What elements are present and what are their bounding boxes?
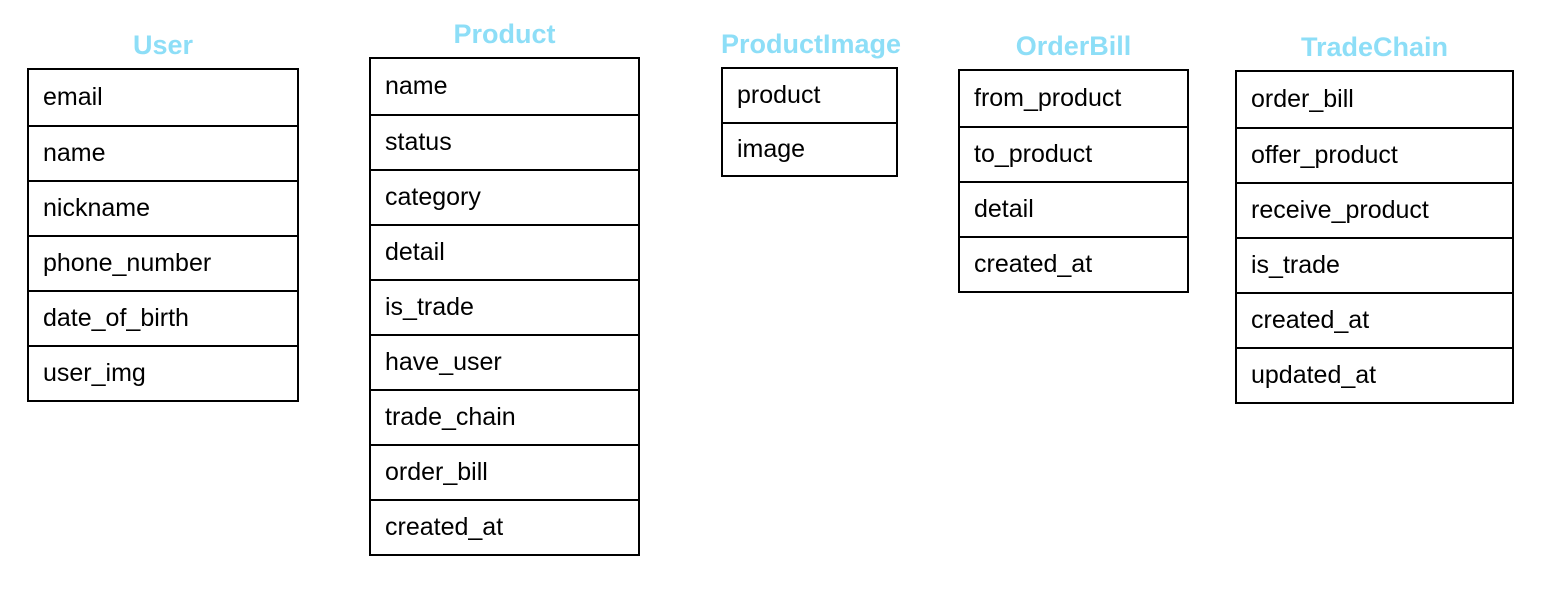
field-row: status [371,114,638,169]
field-label: user_img [43,359,146,387]
field-label: category [385,183,481,211]
field-row: to_product [960,126,1187,181]
table-title-product: Product [453,19,556,49]
entity-table-productimage: ProductImage product image [721,29,901,177]
field-label: created_at [1251,306,1370,334]
field-label: created_at [974,250,1093,278]
field-row: order_bill [371,444,638,499]
field-row: phone_number [29,235,297,290]
field-label: from_product [974,84,1122,112]
field-row: product [723,69,896,122]
field-row: updated_at [1237,347,1512,402]
field-label: detail [974,195,1034,223]
table-box-user: email name nickname phone_number date_of… [27,68,299,402]
field-label: to_product [974,140,1093,168]
field-label: name [385,72,448,100]
field-row: detail [371,224,638,279]
field-label: email [43,83,103,111]
field-row: have_user [371,334,638,389]
field-label: phone_number [43,249,212,277]
field-row: created_at [960,236,1187,291]
field-row: category [371,169,638,224]
field-label: is_trade [1251,251,1340,279]
entity-table-orderbill: OrderBill from_product to_product detail… [958,31,1189,293]
field-row: offer_product [1237,127,1512,182]
field-row: is_trade [371,279,638,334]
field-row: receive_product [1237,182,1512,237]
field-row: from_product [960,71,1187,126]
field-label: name [43,139,106,167]
field-row: email [29,70,297,125]
field-label: order_bill [1251,85,1354,113]
field-label: status [385,128,452,156]
table-title-tradechain: TradeChain [1300,32,1449,62]
field-row: date_of_birth [29,290,297,345]
field-row: created_at [1237,292,1512,347]
entity-table-user: User email name nickname phone_number da… [27,30,299,402]
field-row: name [29,125,297,180]
table-box-productimage: product image [721,67,898,177]
field-label: detail [385,238,445,266]
entity-table-tradechain: TradeChain order_bill offer_product rece… [1235,32,1514,404]
field-row: detail [960,181,1187,236]
field-label: updated_at [1251,361,1377,389]
field-label: have_user [385,348,502,376]
table-box-tradechain: order_bill offer_product receive_product… [1235,70,1514,404]
field-row: order_bill [1237,72,1512,127]
field-row: trade_chain [371,389,638,444]
field-label: product [737,81,821,109]
field-label: receive_product [1251,196,1429,224]
table-box-product: name status category detail is_trade hav… [369,57,640,556]
field-row: created_at [371,499,638,554]
field-row: image [723,122,896,175]
field-row: nickname [29,180,297,235]
field-label: is_trade [385,293,474,321]
field-label: trade_chain [385,403,516,431]
field-label: image [737,135,806,163]
field-row: user_img [29,345,297,400]
field-row: name [371,59,638,114]
table-title-productimage: ProductImage [721,29,902,59]
field-label: offer_product [1251,141,1398,169]
table-title-user: User [132,30,194,60]
field-label: nickname [43,194,150,222]
field-row: is_trade [1237,237,1512,292]
table-title-orderbill: OrderBill [1015,31,1132,61]
field-label: order_bill [385,458,488,486]
field-label: created_at [385,513,504,541]
field-label: date_of_birth [43,304,189,332]
entity-table-product: Product name status category detail is_t… [369,19,640,556]
table-box-orderbill: from_product to_product detail created_a… [958,69,1189,293]
